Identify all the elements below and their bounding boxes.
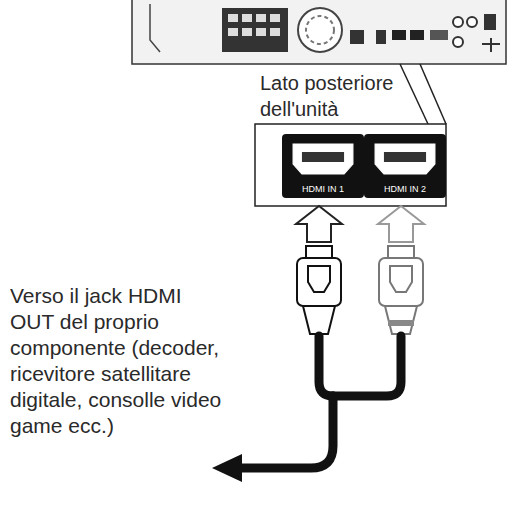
direction-arrow (212, 454, 242, 482)
port-label: HDMI IN 1 (282, 184, 364, 194)
hdmi-port: HDMI IN 2 (364, 134, 446, 198)
panel-caption: Lato posteriore dell'unità (260, 70, 400, 122)
rear-panel (132, 0, 506, 64)
hdmi-plug (379, 246, 423, 334)
hdmi-cable (238, 336, 401, 468)
port-label: HDMI IN 2 (364, 184, 446, 194)
connection-note: Verso il jack HDMI OUT del proprio compo… (10, 283, 222, 439)
insert-arrow (378, 206, 424, 242)
hdmi-port: HDMI IN 1 (282, 134, 364, 198)
callout-leader (255, 64, 446, 206)
hdmi-plug (297, 246, 341, 334)
insert-arrow (296, 206, 342, 242)
